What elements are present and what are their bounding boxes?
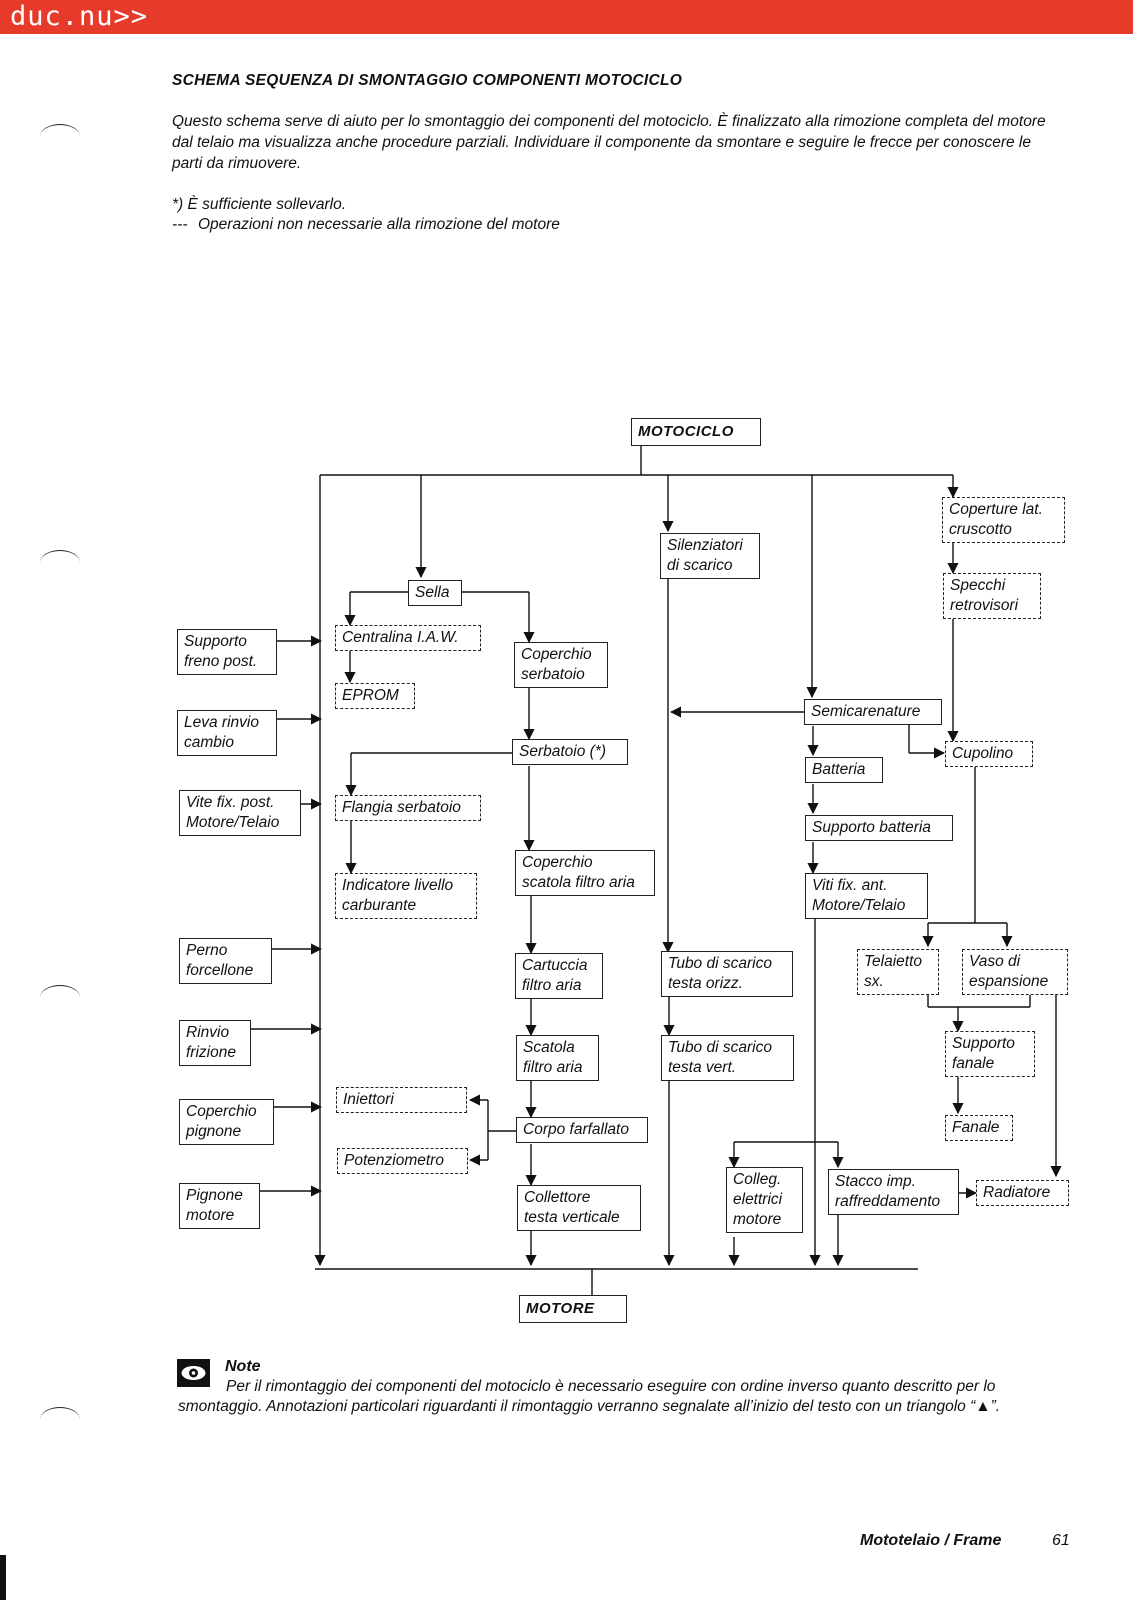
label-coperchio-serbatoio: Coperchio serbatoio xyxy=(521,646,592,683)
label-eprom: EPROM xyxy=(342,687,399,704)
eye-icon-graphic xyxy=(181,1366,206,1380)
label-cupolino: Cupolino xyxy=(952,745,1014,762)
node-centralina: Centralina I.A.W. xyxy=(335,625,481,651)
node-supporto-batteria: Supporto batteria xyxy=(805,815,953,841)
node-viti-fix-ant: Viti fix. ant. Motore/Telaio xyxy=(805,873,928,919)
margin-mark xyxy=(40,124,80,149)
label-telaietto: Telaietto sx. xyxy=(864,953,923,990)
legend-dashed: --- Operazioni non necessarie alla rimozi… xyxy=(172,216,560,234)
node-supporto-fanale: Supporto fanale xyxy=(945,1031,1035,1077)
note-text: Per il rimontaggio dei componenti del mo… xyxy=(178,1378,1001,1415)
node-coperchio-scatola: Coperchio scatola filtro aria xyxy=(515,850,655,896)
label-fanale: Fanale xyxy=(952,1119,1000,1136)
node-potenziometro: Potenziometro xyxy=(337,1148,468,1174)
node-scatola: Scatola filtro aria xyxy=(516,1035,599,1081)
label-scatola: Scatola filtro aria xyxy=(523,1039,583,1076)
node-sella: Sella xyxy=(408,580,462,606)
label-vaso: Vaso di espansione xyxy=(969,953,1049,990)
node-iniettori: Iniettori xyxy=(336,1087,467,1113)
node-cupolino: Cupolino xyxy=(945,741,1033,767)
node-supporto-freno: Supporto freno post. xyxy=(177,629,277,675)
node-serbatoio: Serbatoio (*) xyxy=(512,739,628,765)
node-collettore: Collettore testa verticale xyxy=(517,1185,641,1231)
label-supporto-freno: Supporto freno post. xyxy=(184,633,258,670)
edge-bar xyxy=(0,1555,6,1600)
label-sella: Sella xyxy=(415,584,450,601)
label-coperchio-pignone: Coperchio pignone xyxy=(186,1103,257,1140)
label-pignone-motore: Pignone motore xyxy=(186,1187,243,1224)
node-stacco: Stacco imp. raffreddamento xyxy=(828,1169,959,1215)
label-leva-rinvio: Leva rinvio cambio xyxy=(184,714,259,751)
margin-mark xyxy=(40,550,80,575)
legend-dash-symbol: --- xyxy=(172,216,188,233)
label-tubo-vert: Tubo di scarico testa vert. xyxy=(668,1039,772,1076)
label-corpo-farfallato: Corpo farfallato xyxy=(523,1121,629,1138)
node-tubo-orizz: Tubo di scarico testa orizz. xyxy=(661,951,793,997)
label-batteria: Batteria xyxy=(812,761,866,778)
label-serbatoio: Serbatoio (*) xyxy=(519,743,607,760)
label-cartuccia: Cartuccia filtro aria xyxy=(522,957,588,994)
node-corpo-farfallato: Corpo farfallato xyxy=(516,1117,648,1143)
legend-dash-text: Operazioni non necessarie alla rimozione… xyxy=(198,216,560,233)
node-coperchio-serbatoio: Coperchio serbatoio xyxy=(514,642,608,688)
label-specchi: Specchi retrovisori xyxy=(950,577,1019,614)
node-colleg: Colleg. elettrici motore xyxy=(726,1167,803,1233)
node-cartuccia: Cartuccia filtro aria xyxy=(515,953,603,999)
node-specchi: Specchi retrovisori xyxy=(943,573,1041,619)
node-fanale: Fanale xyxy=(945,1115,1013,1141)
label-indicatore: Indicatore livello carburante xyxy=(342,877,454,914)
node-telaietto: Telaietto sx. xyxy=(857,949,939,995)
label-colleg: Colleg. elettrici motore xyxy=(733,1171,783,1228)
site-logo[interactable]: duc.nu>> xyxy=(10,1,149,32)
label-coperture: Coperture lat. cruscotto xyxy=(949,501,1043,538)
label-tubo-orizz: Tubo di scarico testa orizz. xyxy=(668,955,772,992)
label-flangia: Flangia serbatoio xyxy=(342,799,461,816)
node-eprom: EPROM xyxy=(335,683,415,709)
label-collettore: Collettore testa verticale xyxy=(524,1189,620,1226)
node-flangia: Flangia serbatoio xyxy=(335,795,481,821)
label-potenziometro: Potenziometro xyxy=(344,1152,444,1169)
node-perno: Perno forcellone xyxy=(179,938,272,984)
label-vite-fix: Vite fix. post. Motore/Telaio xyxy=(186,794,280,831)
node-rinvio-frizione: Rinvio frizione xyxy=(179,1020,251,1066)
label-silenziatori: Silenziatori di scarico xyxy=(667,537,743,574)
label-coperchio-scatola: Coperchio scatola filtro aria xyxy=(522,854,635,891)
page-title: SCHEMA SEQUENZA DI SMONTAGGIO COMPONENTI… xyxy=(172,72,683,89)
node-radiatore: Radiatore xyxy=(976,1180,1069,1206)
node-coperchio-pignone: Coperchio pignone xyxy=(179,1099,274,1145)
node-pignone-motore: Pignone motore xyxy=(179,1183,260,1229)
node-motore: MOTORE xyxy=(519,1295,627,1323)
legend-asterisk: *) È sufficiente sollevarlo. xyxy=(172,196,347,213)
label-rinvio-frizione: Rinvio frizione xyxy=(186,1024,236,1061)
footer-section: Mototelaio / Frame xyxy=(860,1532,1002,1549)
margin-mark xyxy=(40,1407,80,1432)
node-tubo-vert: Tubo di scarico testa vert. xyxy=(661,1035,794,1081)
label-perno: Perno forcellone xyxy=(186,942,254,979)
label-viti-fix-ant: Viti fix. ant. Motore/Telaio xyxy=(812,877,906,914)
label-supporto-batteria: Supporto batteria xyxy=(812,819,931,836)
note-title: Note xyxy=(225,1358,261,1375)
node-semicarenature: Semicarenature xyxy=(804,699,942,725)
node-vite-fix: Vite fix. post. Motore/Telaio xyxy=(179,790,301,836)
label-radiatore: Radiatore xyxy=(983,1184,1051,1201)
intro-paragraph: Questo schema serve di aiuto per lo smon… xyxy=(172,113,1046,172)
margin-mark xyxy=(40,985,80,1010)
label-supporto-fanale: Supporto fanale xyxy=(952,1035,1015,1072)
header-bar: duc.nu>> xyxy=(0,0,1133,34)
node-leva-rinvio: Leva rinvio cambio xyxy=(177,710,277,756)
label-stacco: Stacco imp. raffreddamento xyxy=(835,1173,941,1210)
node-batteria: Batteria xyxy=(805,757,883,783)
eye-icon xyxy=(177,1359,210,1387)
node-vaso: Vaso di espansione xyxy=(962,949,1068,995)
node-motociclo: MOTOCICLO xyxy=(631,418,761,446)
page-number: 61 xyxy=(1052,1532,1070,1549)
node-silenziatori: Silenziatori di scarico xyxy=(660,533,760,579)
node-indicatore: Indicatore livello carburante xyxy=(335,873,477,919)
label-semicarenature: Semicarenature xyxy=(811,703,921,720)
node-coperture: Coperture lat. cruscotto xyxy=(942,497,1065,543)
label-iniettori: Iniettori xyxy=(343,1091,394,1108)
label-centralina: Centralina I.A.W. xyxy=(342,629,459,646)
